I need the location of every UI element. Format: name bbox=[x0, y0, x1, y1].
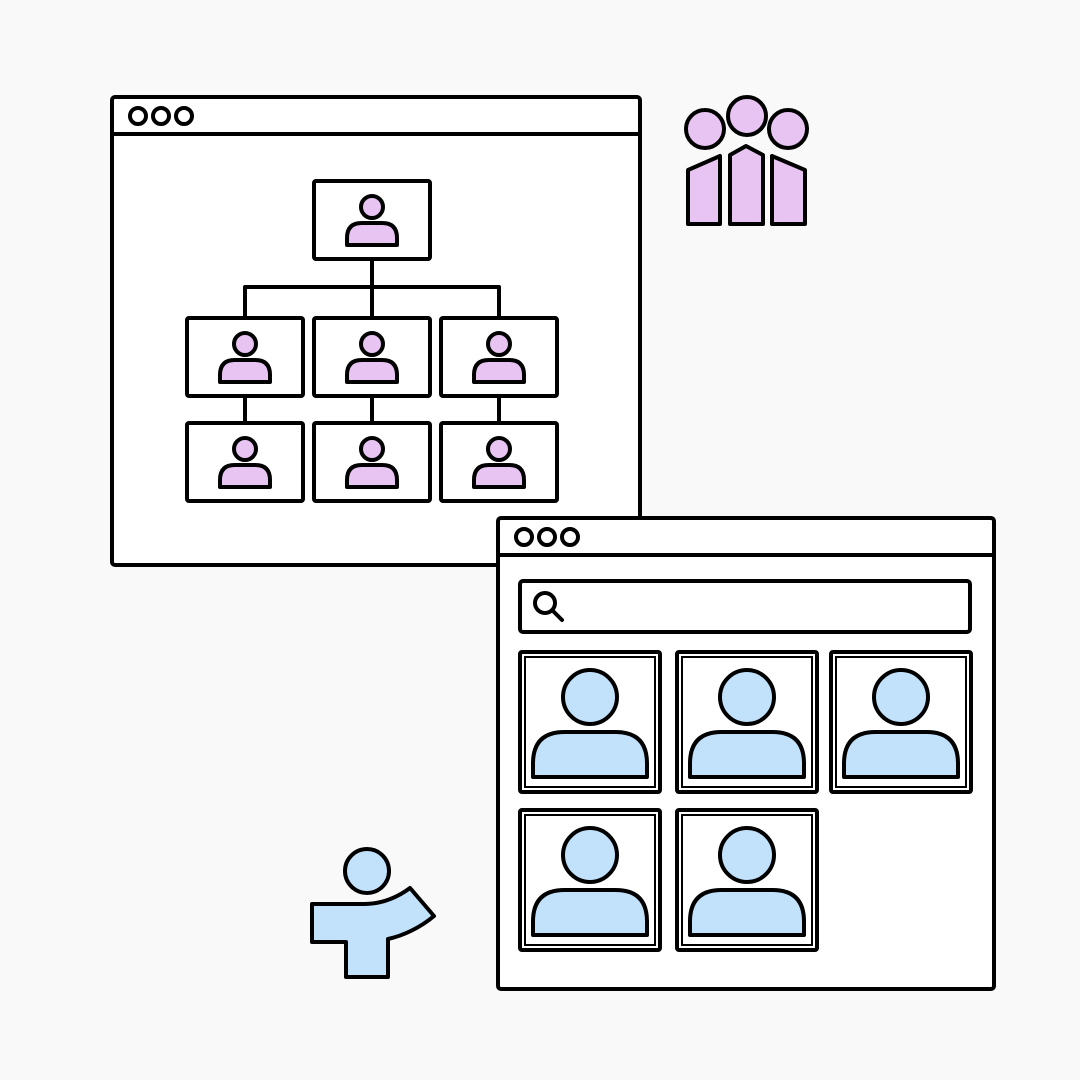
team-member-center-head bbox=[726, 95, 768, 137]
directory-window-controls bbox=[514, 527, 580, 547]
person-icon bbox=[345, 331, 399, 384]
profile-card[interactable] bbox=[518, 650, 662, 794]
org-chart-node[interactable] bbox=[185, 316, 305, 398]
profile-card[interactable] bbox=[518, 808, 662, 952]
org-chart-node[interactable] bbox=[439, 421, 559, 503]
team-member-right-head bbox=[767, 108, 809, 150]
team-member-right-body bbox=[770, 154, 807, 226]
profile-card-inner-frame bbox=[524, 656, 656, 788]
search-icon[interactable] bbox=[533, 591, 564, 622]
person-icon bbox=[688, 668, 806, 779]
org-chart-node[interactable] bbox=[312, 179, 432, 261]
profile-card[interactable] bbox=[675, 808, 819, 952]
org-chart-node[interactable] bbox=[312, 316, 432, 398]
person-icon bbox=[345, 194, 399, 247]
person-icon bbox=[218, 436, 272, 489]
pointing-person-head bbox=[343, 847, 391, 895]
team-member-center-body bbox=[728, 144, 765, 226]
window-control-dot-icon[interactable] bbox=[514, 527, 534, 547]
window-control-dot-icon[interactable] bbox=[537, 527, 557, 547]
window-control-dot-icon[interactable] bbox=[560, 527, 580, 547]
directory-window bbox=[496, 516, 996, 991]
search-input[interactable] bbox=[518, 579, 972, 634]
window-control-dot-icon[interactable] bbox=[128, 106, 148, 126]
directory-profile-grid bbox=[518, 650, 973, 952]
person-icon bbox=[531, 668, 649, 779]
person-icon bbox=[472, 436, 526, 489]
profile-card[interactable] bbox=[675, 650, 819, 794]
profile-card-inner-frame bbox=[681, 656, 813, 788]
person-icon bbox=[688, 826, 806, 937]
org-chart-window-controls bbox=[128, 106, 194, 126]
org-chart-node[interactable] bbox=[185, 421, 305, 503]
org-chart-node[interactable] bbox=[439, 316, 559, 398]
team-member-left-head bbox=[684, 108, 726, 150]
person-icon bbox=[842, 668, 960, 779]
team-member-left-body bbox=[686, 154, 722, 226]
person-icon bbox=[531, 826, 649, 937]
team-icon bbox=[684, 95, 809, 226]
pointing-person-body bbox=[310, 886, 436, 979]
directory-search-bar[interactable] bbox=[518, 579, 972, 634]
person-icon bbox=[472, 331, 526, 384]
person-icon bbox=[345, 436, 399, 489]
profile-card[interactable] bbox=[829, 650, 973, 794]
org-chart-window bbox=[110, 95, 642, 567]
org-chart-connectors bbox=[243, 258, 501, 425]
org-chart-node[interactable] bbox=[312, 421, 432, 503]
window-control-dot-icon[interactable] bbox=[174, 106, 194, 126]
org-chart-nodes bbox=[185, 179, 559, 503]
profile-card-inner-frame bbox=[524, 814, 656, 946]
window-control-dot-icon[interactable] bbox=[151, 106, 171, 126]
profile-card-inner-frame bbox=[835, 656, 967, 788]
pointing-person-icon bbox=[310, 847, 436, 979]
person-icon bbox=[218, 331, 272, 384]
profile-card-inner-frame bbox=[681, 814, 813, 946]
